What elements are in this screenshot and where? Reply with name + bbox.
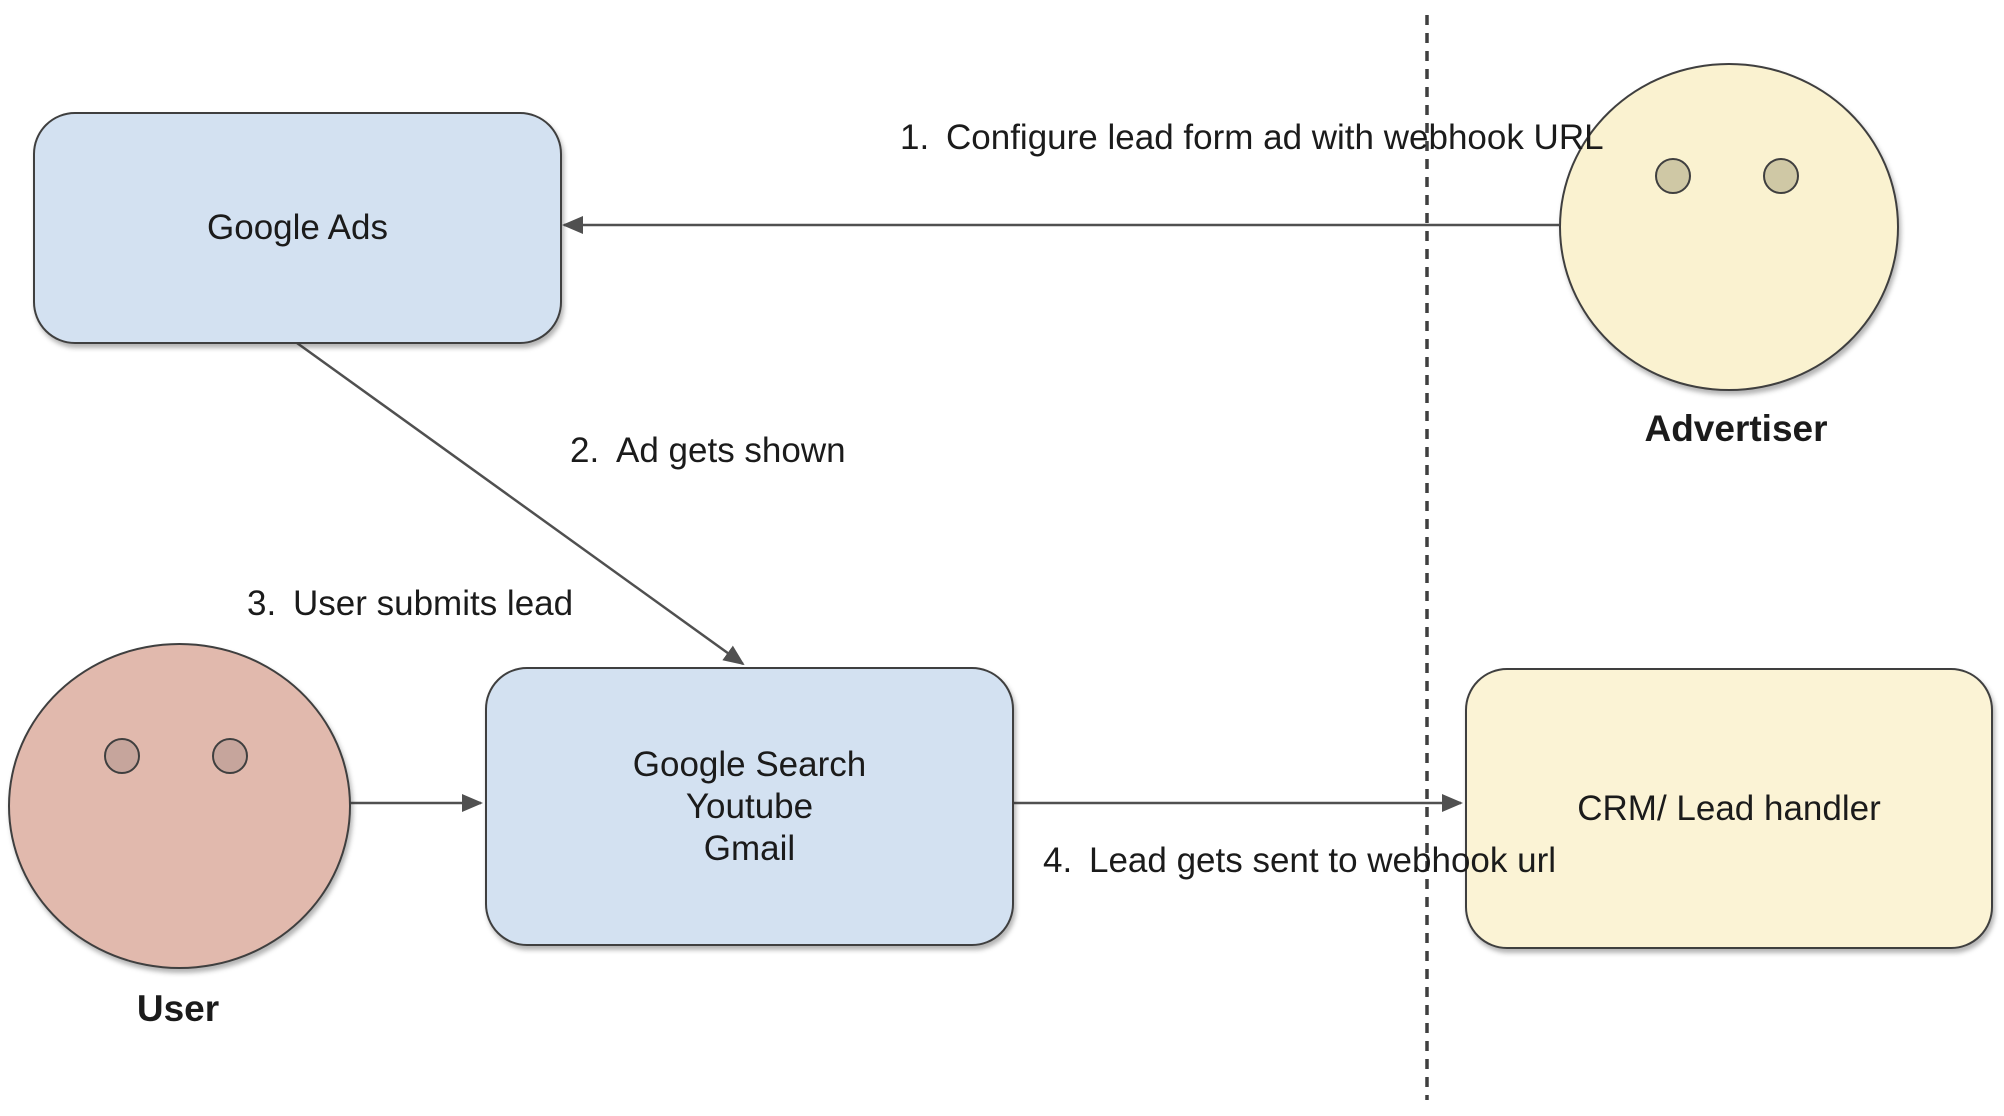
node-google-surfaces-line-3: Gmail <box>703 828 796 868</box>
node-google-ads-label: Google Ads <box>207 208 388 247</box>
node-crm-label: CRM/ Lead handler <box>1577 788 1881 828</box>
step-2-annotation: 2. Ad gets shown <box>570 428 846 473</box>
node-google-surfaces-line-1: Google Search <box>632 744 867 784</box>
step-4-annotation: 4. Lead gets sent to webhook url <box>1043 838 1556 883</box>
step-4-text-line-1: Lead gets sent to <box>1089 841 1358 880</box>
step-1-text-line-2: webhook URL <box>1383 118 1604 157</box>
step-2-number: 2. <box>570 431 600 470</box>
step-3-number: 3. <box>247 584 277 623</box>
step-1-annotation: 1. Configure lead form ad with webhook U… <box>900 115 1604 160</box>
node-crm-lead-handler: CRM/ Lead handler <box>1465 668 1993 949</box>
user-left-eye-icon <box>104 738 140 774</box>
advertiser-face-icon <box>1559 63 1899 391</box>
user-label: User <box>136 988 220 1029</box>
step-3-text-line-1: User submits lead <box>293 584 574 623</box>
step-4-number: 4. <box>1043 841 1073 880</box>
step-2-text-line-1: Ad gets shown <box>616 431 846 470</box>
step-1-text-line-1: Configure lead form ad with <box>946 118 1374 157</box>
node-google-ads: Google Ads <box>33 112 562 344</box>
node-google-surfaces: Google Search Youtube Gmail <box>485 667 1014 946</box>
user-right-eye-icon <box>212 738 248 774</box>
user-face-icon <box>8 643 351 969</box>
advertiser-label: Advertiser <box>1644 408 1828 449</box>
step-3-annotation: 3. User submits lead <box>247 581 573 626</box>
advertiser-left-eye-icon <box>1655 158 1691 194</box>
node-google-surfaces-line-2: Youtube <box>685 786 814 826</box>
step-4-text-line-2: webhook url <box>1367 841 1557 880</box>
advertiser-right-eye-icon <box>1763 158 1799 194</box>
step-1-number: 1. <box>900 118 930 157</box>
